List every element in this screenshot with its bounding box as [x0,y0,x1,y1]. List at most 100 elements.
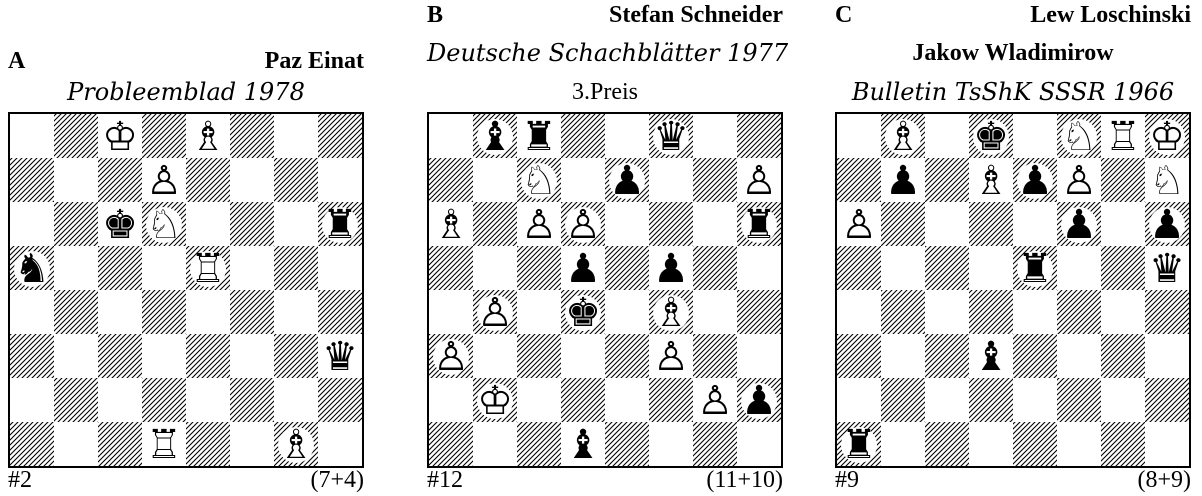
white-pawn-a6: ♙ [841,202,877,248]
problem-b: B Stefan Schneider Deutsche Schachblätte… [427,0,783,496]
square-f5 [1057,246,1101,290]
square-g4 [274,290,318,334]
square-b3 [881,334,925,378]
square-g2 [1101,378,1145,422]
square-a4 [10,290,54,334]
square-f5 [230,246,274,290]
square-c5 [925,246,969,290]
square-a4 [429,290,473,334]
square-h4 [318,290,362,334]
white-knight-d6: ♘ [146,202,182,248]
white-bishop-f4: ♗ [653,290,689,336]
square-e4 [1013,290,1057,334]
piece-count: (8+9) [1137,464,1191,496]
white-pawn-f7: ♙ [1061,158,1097,204]
square-b3 [54,334,98,378]
author-name: Paz Einat [265,46,364,76]
black-rook-e5: ♜ [1017,246,1053,292]
square-b6 [881,202,925,246]
source: Bulletin TsShK SSSR 1966 [835,77,1191,107]
square-d5 [969,246,1013,290]
square-b5 [54,246,98,290]
square-f1 [1057,422,1101,466]
square-a8 [429,114,473,158]
square-d5 [142,246,186,290]
white-bishop-d7: ♗ [973,158,1009,204]
square-e3 [605,334,649,378]
square-b8 [54,114,98,158]
problem-footer: #12 (11+10) [427,464,783,496]
white-king-h8: ♔ [1149,114,1185,160]
square-d6 [969,202,1013,246]
square-c1 [925,422,969,466]
square-f8 [230,114,274,158]
stipulation: #2 [8,464,32,496]
square-b6 [54,202,98,246]
square-c2 [98,378,142,422]
square-c6 [925,202,969,246]
square-h3 [737,334,781,378]
problem-letter: B [427,0,443,30]
chessboard: ♔♗♙♚♘♜♞♖♛♖♗ [8,112,364,468]
square-h1 [318,422,362,466]
square-c4 [925,290,969,334]
white-knight-c7: ♘ [521,158,557,204]
square-e6 [1013,202,1057,246]
square-c3 [98,334,142,378]
stipulation: #12 [427,464,463,496]
black-king-d8: ♚ [973,114,1009,160]
square-g7 [1101,158,1145,202]
square-b7 [473,158,517,202]
square-h1 [737,422,781,466]
square-c7 [98,158,142,202]
square-c4 [98,290,142,334]
square-c7 [925,158,969,202]
square-c3 [517,334,561,378]
black-bishop-d3: ♝ [973,334,1009,380]
black-bishop-d1: ♝ [565,422,601,468]
square-a8 [10,114,54,158]
square-b3 [473,334,517,378]
source: Deutsche Schachblätter 1977 [427,38,783,68]
square-g7 [274,158,318,202]
square-d2 [142,378,186,422]
square-g2 [274,378,318,422]
square-b1 [473,422,517,466]
square-d7 [561,158,605,202]
black-pawn-b7: ♟ [885,158,921,204]
problem-footer: #2 (7+4) [8,464,364,496]
problem-c: C Lew Loschinski Jakow Wladimirow Bullet… [835,0,1191,496]
square-b1 [881,422,925,466]
square-h1 [1145,422,1189,466]
square-b1 [54,422,98,466]
square-f2 [649,378,693,422]
square-e3 [186,334,230,378]
white-pawn-d7: ♙ [146,158,182,204]
square-g5 [1101,246,1145,290]
square-g3 [1101,334,1145,378]
black-king-d4: ♚ [565,290,601,336]
square-a3 [837,334,881,378]
square-a7 [10,158,54,202]
black-pawn-e7: ♟ [1017,158,1053,204]
black-pawn-d5: ♟ [565,246,601,292]
piece-count: (11+10) [706,464,783,496]
source: Probleemblad 1978 [8,77,364,107]
square-a4 [837,290,881,334]
square-h7 [318,158,362,202]
square-a7 [837,158,881,202]
square-f4 [230,290,274,334]
square-c2 [925,378,969,422]
black-rook-c8: ♜ [521,114,557,160]
square-g6 [693,202,737,246]
square-d2 [969,378,1013,422]
square-d1 [969,422,1013,466]
white-bishop-a6: ♗ [433,202,469,248]
white-bishop-b8: ♗ [885,114,921,160]
square-e2 [1013,378,1057,422]
white-rook-g8: ♖ [1105,114,1141,160]
square-f1 [649,422,693,466]
white-knight-f8: ♘ [1061,114,1097,160]
author-name: Stefan Schneider [609,0,783,30]
square-f6 [649,202,693,246]
